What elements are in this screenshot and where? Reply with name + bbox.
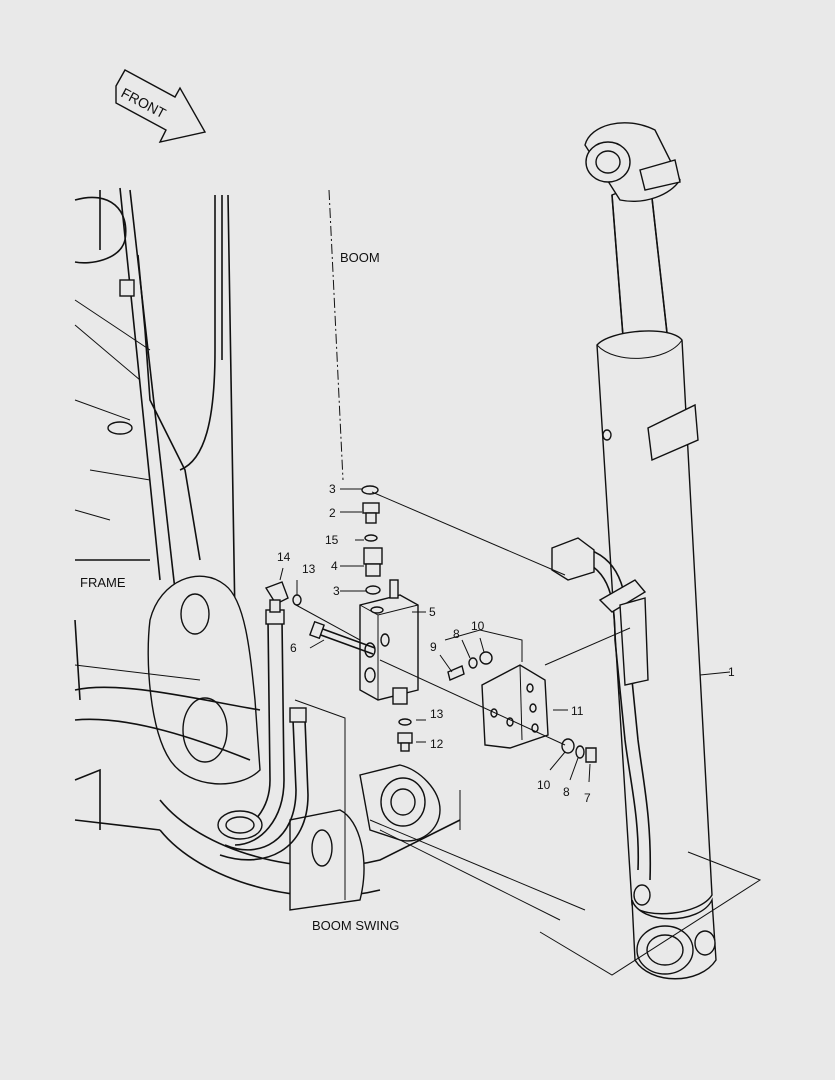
callout-1: 1 [728, 665, 735, 679]
callout-11: 11 [571, 704, 584, 718]
long-bolt [309, 620, 376, 655]
callout-3-top: 3 [329, 482, 336, 496]
callout-6: 6 [290, 641, 297, 655]
boom-structure [74, 187, 236, 701]
cylinder-hose [551, 537, 652, 906]
leader-lines [279, 488, 762, 976]
hydraulic-hoses [217, 609, 309, 861]
callout-2: 2 [329, 506, 336, 520]
o-ring-elbow [292, 594, 302, 606]
callout-5: 5 [429, 605, 436, 619]
callout-7: 7 [584, 791, 591, 805]
callout-4: 4 [331, 559, 338, 573]
callout-9: 9 [430, 640, 437, 654]
callout-13-upper: 13 [302, 562, 316, 576]
callout-3-lower: 3 [333, 584, 340, 598]
o-ring-lower [365, 585, 381, 595]
mounting-hardware-lower [561, 738, 597, 763]
callout-13-lower: 13 [430, 707, 444, 721]
fitting-stack [361, 485, 383, 595]
connector-fitting [363, 547, 383, 577]
elbow-fitting [264, 581, 289, 613]
mounting-hardware-upper [447, 651, 493, 681]
callout-10-lower: 10 [537, 778, 551, 792]
callout-12: 12 [430, 737, 444, 751]
frame-label: FRAME [80, 575, 126, 590]
hydraulic-cylinder [584, 122, 717, 980]
adapter-fitting [362, 502, 380, 524]
o-ring-middle [364, 534, 378, 542]
boom-swing-label: BOOM SWING [312, 918, 399, 933]
callout-14: 14 [277, 550, 291, 564]
boom-swing-bracket [74, 575, 461, 911]
callout-15: 15 [325, 533, 339, 547]
boom-label: BOOM [340, 250, 380, 265]
mounting-bracket [481, 664, 549, 749]
front-direction-arrow: FRONT [115, 69, 207, 144]
boom-swing-pin-boss [359, 764, 461, 842]
callout-8-lower: 8 [563, 785, 570, 799]
o-ring-top [361, 485, 379, 495]
bottom-fitting [397, 732, 413, 752]
o-ring-bottom [398, 718, 412, 726]
callout-10-upper: 10 [471, 619, 485, 633]
valve-block [359, 579, 419, 705]
callout-8-upper: 8 [453, 627, 460, 641]
boom-centerline [328, 189, 344, 481]
